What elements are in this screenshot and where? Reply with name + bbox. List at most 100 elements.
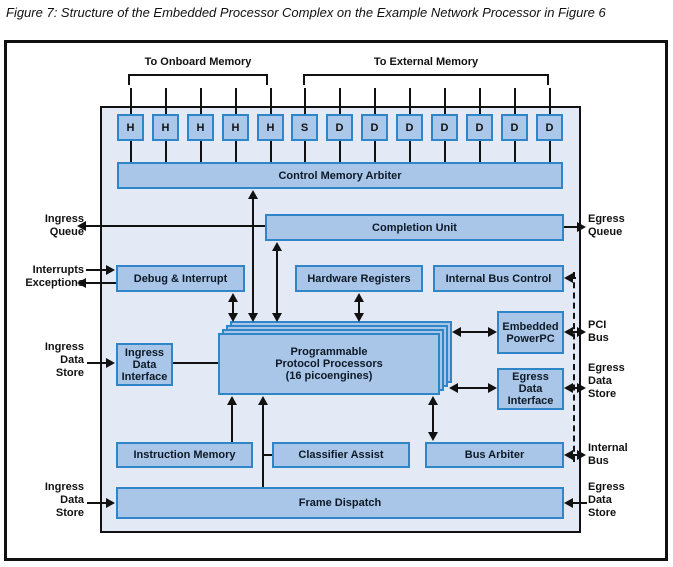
ingress-queue-line [86,225,265,227]
memory-channel-1: H [117,88,144,162]
cma-ppp-line [252,198,254,316]
memory-channel-8: D [361,88,388,162]
ppp-edi-line [457,387,489,389]
egress-data-store-label-mid: Egress Data Store [588,362,625,400]
bus-line [443,88,446,114]
memory-channel-11: D [466,88,493,162]
cma-ppp-arrowhead-up [248,190,258,199]
bus-line [234,141,237,162]
bus-line [199,88,202,114]
external-memory-label: To External Memory [373,56,479,68]
debug-interrupt-block: Debug & Interrupt [116,265,245,292]
bus-line [513,88,516,114]
hwreg-ppp-arrowhead-up [354,293,364,302]
completion-ppp-arrowhead-down [272,313,282,322]
memory-channel-4: H [222,88,249,162]
programmable-protocol-processors-block: Programmable Protocol Processors (16 pic… [218,333,440,395]
bus-line [234,88,237,114]
internal-bus-control-arrowhead [564,273,573,283]
interrupts-label: Interrupts [32,264,84,276]
ppp-edi-arrowhead-left [449,383,458,393]
hardware-registers-block: Hardware Registers [295,265,423,292]
onboard-memory-bracket [128,74,268,85]
frame-dispatch-ppp-line [262,403,264,487]
external-memory-bracket [303,74,549,85]
memory-chip-h: H [117,114,144,141]
classifier-assist-block: Classifier Assist [272,442,410,468]
bus-line [443,141,446,162]
exceptions-label: Exceptions [25,277,84,289]
ppp-bus-arbiter-line [432,403,434,433]
ingress-queue-label: Ingress Queue [44,213,84,238]
interrupts-arrowhead [106,265,115,275]
memory-chip-d: D [536,114,563,141]
bus-line [478,88,481,114]
edi-egress-store-arrowhead-right [577,383,586,393]
bus-line [408,141,411,162]
bus-line [129,141,132,162]
bus-arbiter-internal-bus-line [572,454,578,456]
bus-line [199,141,202,162]
bus-line [478,141,481,162]
bus-arbiter-internal-bus-arrowhead-left [564,450,573,460]
bus-line [303,141,306,162]
internal-bus-control-line [572,277,576,279]
instruction-memory-block: Instruction Memory [116,442,253,468]
memory-channel-13: D [536,88,563,162]
bus-line [373,141,376,162]
memory-channel-3: H [187,88,214,162]
interrupts-line [86,269,107,271]
frame-dispatch-ppp-arrowhead [258,396,268,405]
frame-dispatch-ingress-store-arrowhead [106,498,115,508]
memory-chip-d: D [396,114,423,141]
edi-egress-store-arrowhead-left [564,383,573,393]
memory-channel-12: D [501,88,528,162]
figure-caption: Figure 7: Structure of the Embedded Proc… [6,5,606,20]
frame-dispatch-ingress-store-line [87,502,107,504]
completion-ppp-arrowhead-up [272,242,282,251]
exceptions-arrowhead [77,278,86,288]
ingress-data-store-label-mid: Ingress Data Store [44,341,84,379]
onboard-memory-label: To Onboard Memory [144,56,252,68]
exceptions-line [86,282,116,284]
memory-channel-9: D [396,88,423,162]
egress-queue-label: Egress Queue [588,213,625,238]
frame-dispatch-egress-store-arrowhead [564,498,573,508]
memory-channel-6: S [291,88,318,162]
debug-ppp-line [232,300,234,314]
ingress-data-interface-block: Ingress Data Interface [116,343,173,386]
powerpc-pci-arrowhead-right [577,327,586,337]
memory-channel-10: D [431,88,458,162]
hwreg-ppp-line [358,300,360,314]
memory-chip-d: D [361,114,388,141]
memory-channel-2: H [152,88,179,162]
bus-arbiter-internal-bus-arrowhead-right [577,450,586,460]
ingress-queue-arrowhead [77,221,86,231]
memory-chip-s: S [291,114,318,141]
control-memory-arbiter-block: Control Memory Arbiter [117,162,563,189]
bus-line [548,141,551,162]
egress-queue-line [564,226,578,228]
bus-line [338,141,341,162]
bus-arbiter-block: Bus Arbiter [425,442,564,468]
bus-line [548,88,551,114]
bus-line [164,141,167,162]
frame-dispatch-egress-store-line [572,502,587,504]
debug-ppp-arrowhead-down [228,313,238,322]
ppp-powerpc-arrowhead-left [452,327,461,337]
classifier-assist-stub-line [263,454,272,456]
powerpc-pci-line [572,331,578,333]
ppp-powerpc-arrowhead-right [488,327,497,337]
memory-chip-h: H [152,114,179,141]
memory-chip-d: D [326,114,353,141]
frame-dispatch-block: Frame Dispatch [116,487,564,519]
memory-chip-h: H [187,114,214,141]
egress-queue-arrowhead [577,222,586,232]
instruction-memory-ppp-line [231,403,233,442]
completion-unit-block: Completion Unit [265,214,564,241]
cma-ppp-arrowhead-down [248,313,258,322]
bus-line [129,88,132,114]
edi-egress-store-line [572,387,578,389]
ingress-data-store-label-bottom: Ingress Data Store [44,481,84,519]
ppp-edi-arrowhead-right [488,383,497,393]
